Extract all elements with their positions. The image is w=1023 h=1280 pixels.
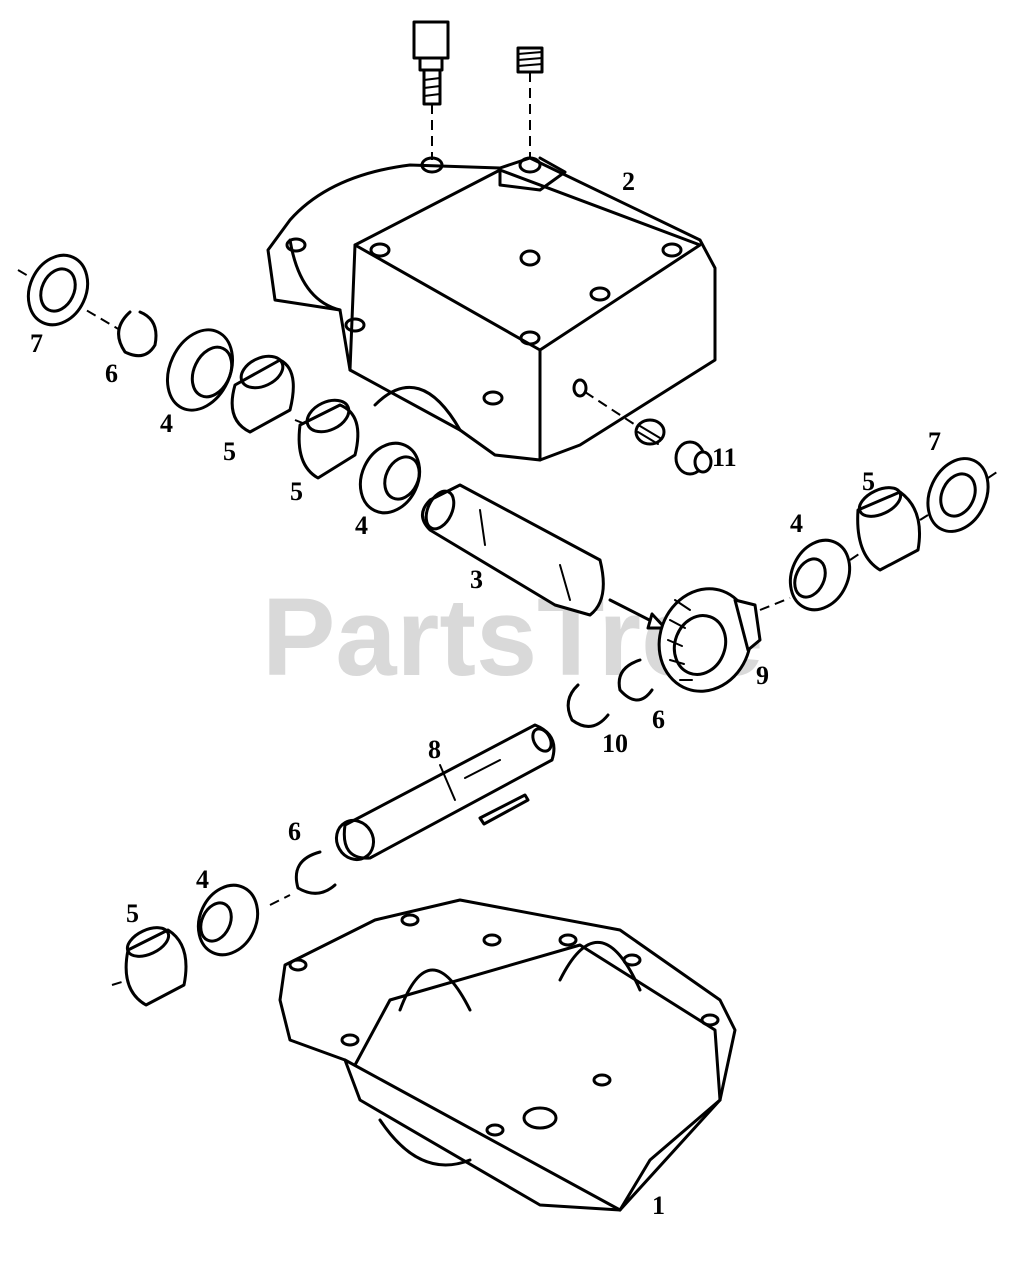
pipe-plug <box>634 418 666 446</box>
pinion-shaft <box>421 483 605 617</box>
retaining-ring <box>617 658 654 702</box>
shaft-key <box>478 793 530 826</box>
bearing-cup <box>297 398 360 480</box>
set-screw <box>516 46 544 74</box>
callout-7: 7 <box>30 329 43 358</box>
callout-11: 11 <box>712 443 737 472</box>
bearing-cup <box>230 354 295 434</box>
callout-3: 3 <box>470 565 483 594</box>
callout-5: 5 <box>862 467 875 496</box>
callout-10: 10 <box>602 729 628 758</box>
bearing-cup <box>856 486 922 572</box>
upper-housing <box>266 156 717 462</box>
callout-6: 6 <box>105 359 118 388</box>
callout-1: 1 <box>652 1191 665 1220</box>
callout-2: 2 <box>622 167 635 196</box>
callout-9: 9 <box>756 661 769 690</box>
callout-4: 4 <box>196 865 209 894</box>
tapered-bearing <box>358 441 422 515</box>
callout-4: 4 <box>160 409 173 438</box>
callout-4: 4 <box>790 509 803 538</box>
callout-6: 6 <box>288 817 301 846</box>
callout-5: 5 <box>126 899 139 928</box>
callout-7: 7 <box>928 427 941 456</box>
tapered-bearing <box>166 328 234 412</box>
oil-seal <box>26 253 90 327</box>
tapered-bearing <box>196 883 260 957</box>
lower-housing <box>278 898 737 1212</box>
oil-seal <box>926 457 990 533</box>
vent-plug <box>674 440 713 476</box>
callout-5: 5 <box>290 477 303 506</box>
cap-screw <box>412 20 450 106</box>
bearing-cup <box>124 926 188 1007</box>
output-shaft <box>334 723 556 862</box>
callout-4: 4 <box>355 511 368 540</box>
tapered-bearing <box>788 538 852 612</box>
callout-8: 8 <box>428 735 441 764</box>
retaining-ring <box>566 683 610 728</box>
bevel-gear <box>657 587 762 693</box>
callout-5: 5 <box>223 437 236 466</box>
callout-6: 6 <box>652 705 665 734</box>
retaining-ring <box>294 850 337 895</box>
retaining-ring <box>117 310 158 358</box>
